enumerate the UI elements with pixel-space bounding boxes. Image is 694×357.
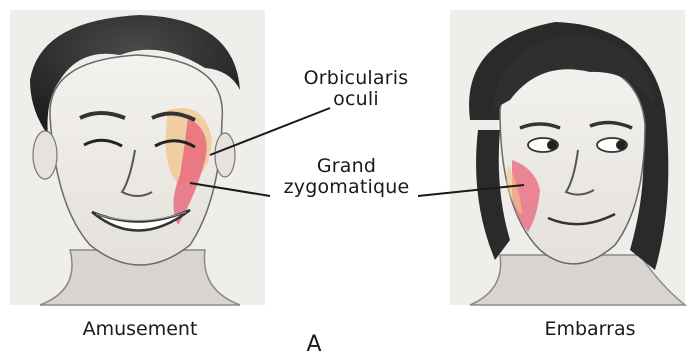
right-pupil-l xyxy=(547,140,557,150)
left-ear-l xyxy=(33,131,57,179)
face-amusement xyxy=(10,10,265,305)
label-grand-line2: zygomatique xyxy=(274,177,419,198)
label-orbicularis-oculi: Orbicularis oculi xyxy=(296,68,416,111)
face-embarras xyxy=(450,10,685,305)
left-ear-r xyxy=(215,133,235,177)
caption-amusement: Amusement xyxy=(40,318,240,340)
label-grand-line1: Grand xyxy=(274,156,419,177)
label-orbicularis-line2: oculi xyxy=(296,89,416,110)
label-orbicularis-line1: Orbicularis xyxy=(296,68,416,89)
right-pupil-r xyxy=(616,140,626,150)
caption-partial-cut: A xyxy=(304,332,324,357)
caption-embarras: Embarras xyxy=(500,318,680,340)
label-grand-zygomatique: Grand zygomatique xyxy=(274,156,419,199)
diagram-stage: Orbicularis oculi Grand zygomatique Amus… xyxy=(0,0,694,341)
